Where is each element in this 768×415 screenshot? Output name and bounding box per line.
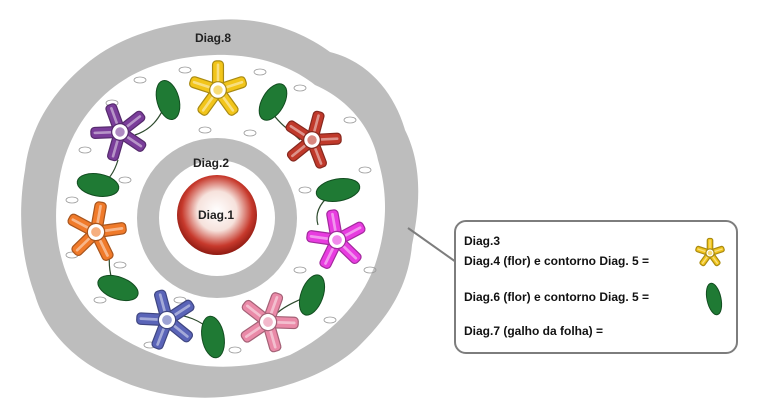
green-leaf-icon	[705, 282, 723, 316]
center-circle-diag1	[177, 175, 257, 255]
leaf	[298, 274, 326, 316]
flower	[67, 201, 127, 261]
legend-diag3: Diag.3	[464, 234, 501, 248]
stitch-loops	[65, 66, 377, 354]
yellow-flower-icon	[695, 237, 725, 267]
legend-diag6: Diag.6 (flor) e contorno Diag. 5 =	[464, 290, 650, 304]
flower	[285, 110, 342, 169]
legend-connector	[407, 227, 457, 263]
leaf	[258, 83, 288, 121]
leaf	[155, 79, 181, 121]
flower	[306, 209, 366, 269]
flower	[240, 292, 299, 353]
leaves	[76, 79, 361, 359]
legend-diag7: Diag.7 (galho da folha) =	[464, 324, 604, 338]
leaf	[201, 315, 225, 359]
label-diag2: Diag.2	[193, 156, 229, 170]
flowers	[67, 60, 366, 353]
leaf	[97, 274, 139, 302]
legend-box: Diag.3 Diag.4 (flor) e contorno Diag. 5 …	[454, 220, 738, 354]
flower	[136, 289, 195, 350]
legend-diag4: Diag.4 (flor) e contorno Diag. 5 =	[464, 254, 650, 268]
leaf	[76, 173, 120, 197]
flower	[90, 103, 147, 162]
label-diag8: Diag.8	[195, 31, 231, 45]
leaf	[315, 178, 361, 202]
legend-flower	[695, 237, 725, 267]
label-diag1: Diag.1	[198, 208, 234, 222]
flower	[189, 60, 247, 116]
